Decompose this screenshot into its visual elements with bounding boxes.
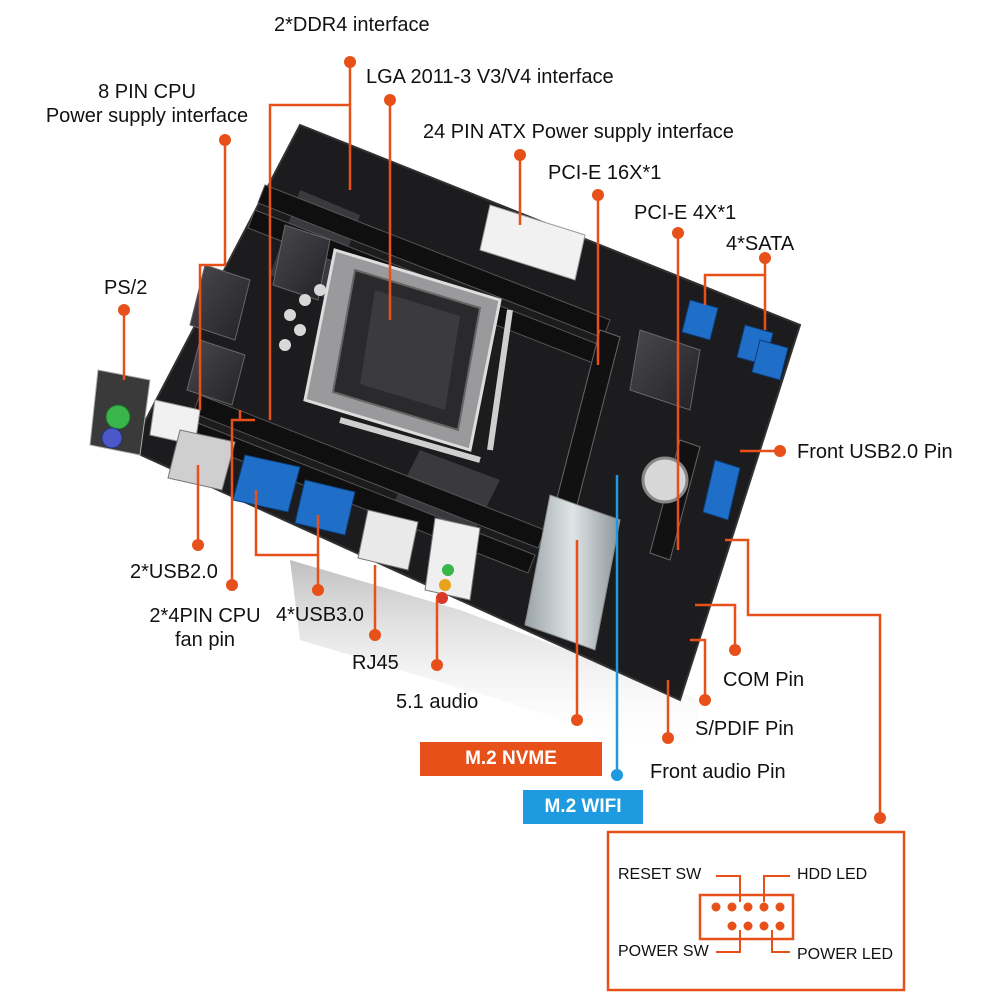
audio-block	[424, 517, 481, 601]
label-front-usb: Front USB2.0 Pin	[797, 441, 953, 463]
wifi-callout	[611, 475, 623, 781]
label-fan-line1: 2*4PIN CPU	[149, 605, 261, 627]
label-spdif: S/PDIF Pin	[695, 718, 794, 740]
panel-label-reset-sw: RESET SW	[618, 866, 702, 883]
panel-label-power-led: POWER LED	[797, 946, 894, 963]
tag-m2-nvme: M.2 NVME	[420, 742, 602, 776]
label-cpu-power-line2: Power supply interface	[45, 105, 249, 127]
label-atx: 24 PIN ATX Power supply interface	[423, 121, 734, 143]
label-pcie4: PCI-E 4X*1	[634, 202, 737, 224]
label-ps2: PS/2	[104, 277, 148, 299]
panel-label-power-sw: POWER SW	[618, 943, 709, 960]
board-shadow	[290, 560, 700, 760]
panel-pins	[711, 902, 785, 931]
atx-24pin	[479, 204, 586, 281]
label-sata: 4*SATA	[726, 233, 795, 255]
front-usb-header	[702, 459, 741, 521]
callout-lines	[122, 62, 882, 818]
chokes	[279, 284, 326, 351]
callout-dots	[118, 56, 886, 824]
label-pcie16: PCI-E 16X*1	[548, 162, 662, 184]
label-lga: LGA 2011-3 V3/V4 interface	[366, 66, 614, 88]
label-ddr4: 2*DDR4 interface	[274, 14, 430, 36]
rear-io	[89, 369, 481, 604]
panel-label-hdd-led: HDD LED	[797, 866, 868, 883]
label-fan-pin: 2*4PIN CPU fan pin	[140, 604, 270, 652]
usb2-ports	[167, 429, 236, 491]
sata-ports	[681, 299, 789, 381]
label-com: COM Pin	[723, 669, 805, 691]
label-rj45: RJ45	[352, 652, 399, 674]
vrm-heatsinks	[186, 224, 331, 406]
tag-m2-wifi: M.2 WIFI	[523, 790, 643, 824]
rj45-port	[357, 509, 419, 571]
usb3-ports-b	[294, 479, 356, 536]
cpu-socket	[303, 248, 513, 463]
label-usb3: 4*USB3.0	[276, 604, 364, 626]
label-cpu-power-line1: 8 PIN CPU	[98, 81, 196, 103]
label-cpu-power: 8 PIN CPU Power supply interface	[32, 80, 262, 128]
m2-heatsink	[524, 494, 621, 651]
usb3-ports-a	[232, 454, 301, 513]
label-fan-line2: fan pin	[174, 629, 236, 651]
chipset-heatsink	[629, 329, 701, 411]
cmos-battery	[641, 456, 689, 504]
label-audio51: 5.1 audio	[396, 691, 479, 713]
label-front-audio: Front audio Pin	[650, 761, 786, 783]
front-panel-box	[606, 830, 906, 992]
label-usb2: 2*USB2.0	[130, 561, 218, 583]
